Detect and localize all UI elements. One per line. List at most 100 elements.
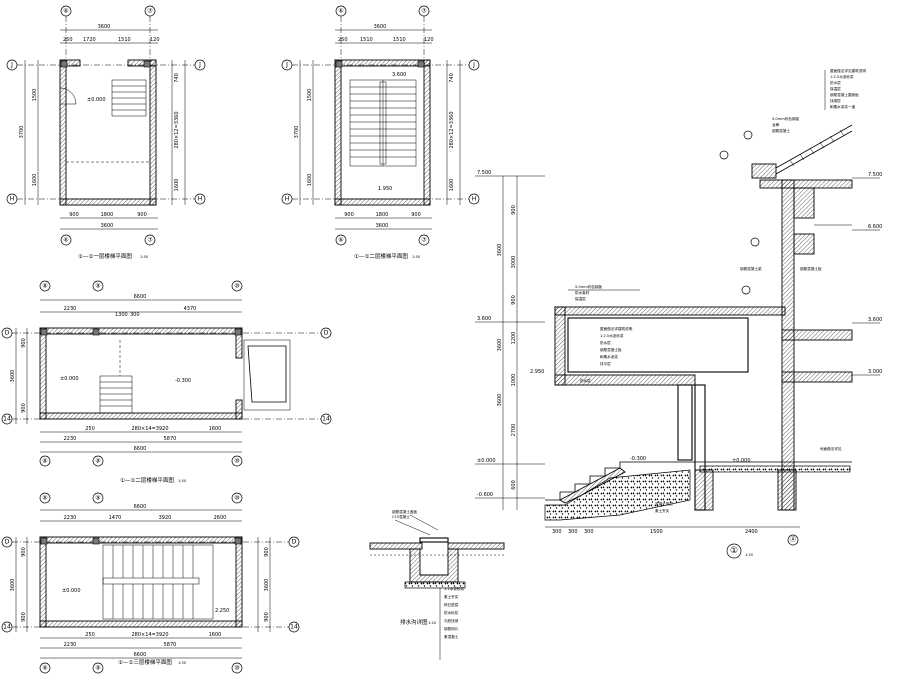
drain-detail: 钢筋混凝土盖板 C15混凝土 1:2水泥砂浆 素土夯实 碎石垫层 防水砂浆 沟底… — [369, 509, 505, 660]
section-marker: ① 1:20 — [726, 543, 754, 559]
svg-text:250: 250 — [85, 426, 95, 432]
svg-text:300: 300 — [552, 529, 562, 535]
svg-text:1500: 1500 — [307, 89, 313, 102]
svg-text:找坡层: 找坡层 — [830, 98, 841, 103]
svg-text:280×12=3360: 280×12=3360 — [174, 111, 180, 148]
svg-text:250: 250 — [63, 37, 73, 43]
svg-text:1510: 1510 — [118, 37, 131, 43]
section-notes-small: 5.0mm彩色钢板 防水卷材 保温层 — [568, 284, 640, 301]
svg-text:14: 14 — [3, 416, 11, 423]
grid-bubble: 14 — [1, 621, 13, 633]
svg-text:900: 900 — [21, 547, 27, 557]
svg-text:1:2.5水泥砂浆: 1:2.5水泥砂浆 — [600, 333, 624, 338]
svg-text:300: 300 — [130, 312, 140, 318]
svg-text:防水层: 防水层 — [600, 340, 611, 345]
svg-text:钢筋网片: 钢筋网片 — [444, 626, 459, 631]
svg-text:900: 900 — [511, 205, 517, 215]
svg-text:⑦: ⑦ — [421, 237, 427, 244]
svg-text:120: 120 — [150, 37, 160, 43]
svg-text:1:50: 1:50 — [178, 661, 187, 665]
svg-text:D: D — [5, 539, 10, 546]
grid-bubble: ⑧ — [39, 455, 51, 467]
grid-bubble: H — [281, 193, 293, 205]
grid-bubble: J — [468, 59, 480, 71]
svg-text:740: 740 — [449, 73, 455, 83]
svg-text:⑩: ⑩ — [234, 495, 239, 502]
grid-bubble: ⑩ — [231, 492, 243, 504]
svg-text:防水层: 防水层 — [580, 378, 591, 383]
plan-caption: ①—①三层楼梯平面图 — [118, 658, 172, 666]
svg-text:1500: 1500 — [32, 89, 38, 102]
svg-text:900: 900 — [21, 612, 27, 622]
svg-text:3.600: 3.600 — [868, 317, 882, 323]
grid-bubble: 14 — [1, 413, 13, 425]
svg-text:3600: 3600 — [10, 579, 16, 592]
external-steps — [243, 339, 291, 411]
svg-text:⑨: ⑨ — [95, 283, 100, 290]
svg-text:3.000: 3.000 — [868, 369, 882, 375]
svg-text:±0.000: ±0.000 — [60, 376, 79, 382]
plan-4: ⑧ ⑨ ⑩ 6600 2230 1470 3920 2600 D 14 D 14… — [1, 492, 300, 674]
svg-text:-0.600: -0.600 — [477, 492, 493, 498]
svg-text:1000: 1000 — [511, 374, 517, 387]
svg-text:沟底找坡: 沟底找坡 — [444, 618, 459, 623]
svg-text:钢筋混凝土屋面板: 钢筋混凝土屋面板 — [830, 92, 859, 97]
svg-text:地面做法详见: 地面做法详见 — [820, 446, 842, 451]
drain-title: 排水沟详图 — [400, 618, 428, 626]
svg-text:3600: 3600 — [374, 24, 387, 30]
svg-text:钢筋混凝土盖板: 钢筋混凝土盖板 — [392, 509, 418, 514]
plan-1: ⑥ ⑦ 3600 250 1720 1510 120 J H J H 3700 … — [6, 5, 206, 260]
svg-text:2700: 2700 — [511, 424, 517, 437]
svg-text:龙骨: 龙骨 — [772, 122, 780, 127]
svg-text:14: 14 — [322, 416, 330, 423]
svg-text:⑧: ⑧ — [42, 283, 47, 290]
svg-text:5870: 5870 — [164, 436, 177, 442]
grid-bubble: ⑨ — [92, 662, 104, 674]
svg-text:⑦: ⑦ — [147, 237, 153, 244]
svg-text:1600: 1600 — [209, 426, 222, 432]
svg-text:⑩: ⑩ — [234, 665, 239, 672]
svg-text:1:2.5水泥砂浆: 1:2.5水泥砂浆 — [830, 74, 854, 79]
svg-text:素土夯实: 素土夯实 — [444, 594, 459, 599]
svg-text:±0.000: ±0.000 — [87, 97, 106, 103]
section-notes-small-right: 5.0mm彩色钢板 龙骨 钢筋混凝土 — [719, 116, 799, 295]
svg-text:1800: 1800 — [101, 212, 114, 218]
svg-text:防水层: 防水层 — [830, 80, 841, 85]
svg-text:3.600: 3.600 — [477, 316, 491, 322]
grid-bubble: D — [320, 327, 332, 339]
svg-text:740: 740 — [174, 73, 180, 83]
svg-text:3700: 3700 — [19, 126, 25, 139]
svg-text:1:2水泥砂浆: 1:2水泥砂浆 — [444, 586, 465, 591]
svg-text:5.0mm彩色钢板: 5.0mm彩色钢板 — [575, 284, 602, 289]
svg-text:±0.000: ±0.000 — [477, 458, 496, 464]
grid-bubble: ⑨ — [92, 492, 104, 504]
svg-text:J: J — [285, 62, 288, 69]
svg-text:钢筋混凝土: 钢筋混凝土 — [772, 128, 790, 133]
svg-text:屋面做法详建筑说明: 屋面做法详建筑说明 — [600, 326, 633, 331]
grid-bubble: ⑩ — [231, 280, 243, 292]
plan-3: ⑧ ⑨ ⑩ 6600 2230 4370 1300 300 D 14 D 14 … — [1, 280, 332, 484]
grid-bubble: ⑧ — [39, 280, 51, 292]
level-marks-right: 7.500 6.600 3.600 3.000 ±0.000 — [732, 172, 882, 464]
svg-text:钢筋混凝土板: 钢筋混凝土板 — [600, 347, 622, 352]
svg-text:5870: 5870 — [164, 642, 177, 648]
svg-text:3000: 3000 — [511, 256, 517, 269]
svg-text:1510: 1510 — [360, 37, 373, 43]
svg-text:250: 250 — [85, 632, 95, 638]
grid-bubble: 14 — [288, 621, 300, 633]
plan-caption: ①—①一层楼梯平面图 — [78, 252, 132, 260]
grid-bubble: D — [1, 536, 13, 548]
svg-text:钢筋混凝土梁: 钢筋混凝土梁 — [740, 266, 762, 271]
svg-text:D: D — [324, 330, 329, 337]
grid-bubble: ⑥ — [335, 234, 347, 246]
svg-text:刷素水泥浆一道: 刷素水泥浆一道 — [830, 104, 856, 109]
svg-text:2.950: 2.950 — [530, 369, 544, 375]
svg-text:5.0mm彩色钢板: 5.0mm彩色钢板 — [772, 116, 799, 121]
svg-text:防水卷材: 防水卷材 — [575, 290, 590, 295]
svg-text:J: J — [10, 62, 13, 69]
svg-text:±0.000: ±0.000 — [62, 588, 81, 594]
svg-text:找平层: 找平层 — [600, 361, 611, 366]
svg-text:6600: 6600 — [134, 446, 147, 452]
svg-text:⑦: ⑦ — [421, 8, 427, 15]
svg-text:⑥: ⑥ — [338, 237, 343, 244]
